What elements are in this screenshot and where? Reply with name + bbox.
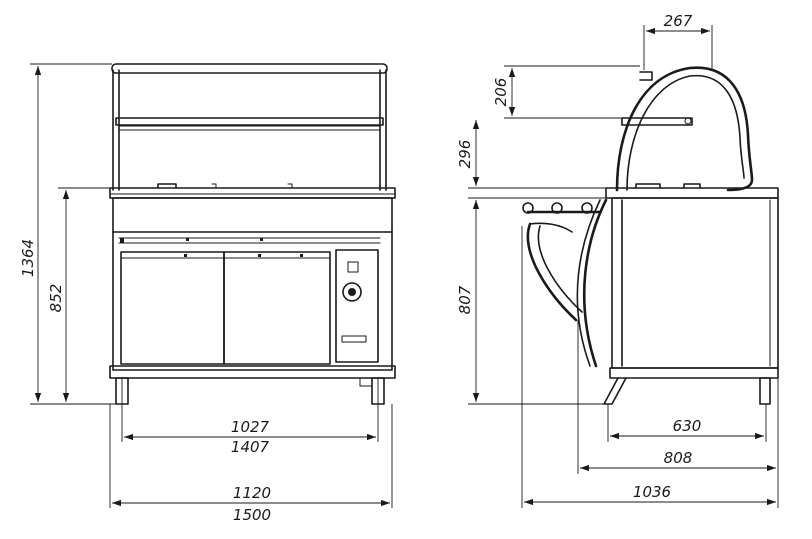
front-dimensions: 1364 852 1027 1407 1120 1500 <box>19 63 393 524</box>
side-view <box>522 66 779 405</box>
dim-side-total-depth: 1036 <box>633 483 671 501</box>
dim-side-shelf-height: 296 <box>456 140 474 169</box>
dim-side-canopy-depth: 267 <box>664 12 693 30</box>
dim-front-inner-width: 1027 <box>231 418 270 436</box>
dim-front-inner-width-alt: 1407 <box>231 438 270 456</box>
dim-front-counter-height: 852 <box>47 284 65 313</box>
dim-front-total-width: 1120 <box>233 484 271 502</box>
front-view <box>109 63 396 405</box>
dim-side-counter-height: 807 <box>456 285 474 314</box>
dim-front-total-width-alt: 1500 <box>233 506 271 524</box>
dim-side-body-depth: 808 <box>664 449 693 467</box>
dim-side-canopy-height: 206 <box>492 78 510 107</box>
dim-front-total-height: 1364 <box>19 239 37 277</box>
side-dimensions: 267 206 296 807 630 808 1036 <box>456 12 779 508</box>
dim-side-base-depth: 630 <box>673 417 702 435</box>
